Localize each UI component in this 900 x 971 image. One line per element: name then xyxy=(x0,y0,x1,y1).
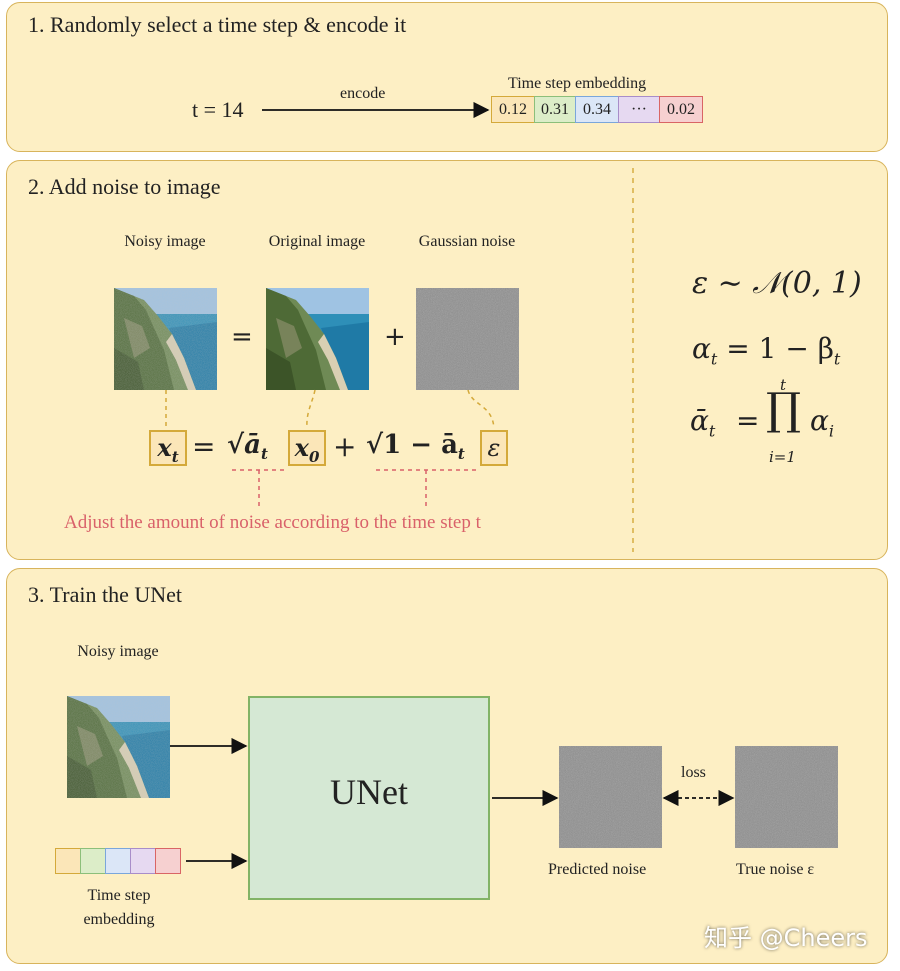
epsilon-term: ε xyxy=(480,430,508,466)
original-image xyxy=(266,288,369,390)
embedding-title: Time step embedding xyxy=(508,75,647,92)
embedding-cell: 0.12 xyxy=(491,96,535,123)
noisy-image-label: Noisy image xyxy=(124,233,206,250)
train-noisy-label: Noisy image xyxy=(77,643,159,660)
true-noise-image xyxy=(735,746,837,848)
train-noisy-image xyxy=(67,696,168,798)
formula-alpha-bar: ᾱt = ∏ t i=1 αi xyxy=(690,376,835,466)
plus-sign: + xyxy=(384,322,406,352)
embedding-cell: 0.34 xyxy=(575,96,619,123)
train-embedding-cell xyxy=(80,848,106,874)
equation-plus: + xyxy=(333,430,357,463)
train-embedding-cell xyxy=(155,848,181,874)
embedding-cell: 0.31 xyxy=(534,96,576,123)
original-image-label: Original image xyxy=(268,233,366,250)
original-x0-term: x0 xyxy=(288,430,326,466)
encode-label: encode xyxy=(340,85,386,102)
unet-label: UNet xyxy=(330,772,408,812)
train-embedding-cell xyxy=(55,848,81,874)
step3-title: 3. Train the UNet xyxy=(28,582,182,607)
watermark: 知乎 @Cheers xyxy=(704,924,868,952)
gaussian-noise-label: Gaussian noise xyxy=(418,233,516,250)
embedding-cell: ··· xyxy=(618,96,660,123)
sqrt-alpha-bar-term: √āt xyxy=(227,430,268,464)
adjust-noise-text: Adjust the amount of noise according to … xyxy=(64,512,481,533)
gaussian-noise-image xyxy=(416,288,519,390)
timestep-value: t = 14 xyxy=(192,97,244,122)
noisy-xt-term: xt xyxy=(149,430,187,466)
loss-label: loss xyxy=(681,764,706,781)
embedding-cell: 0.02 xyxy=(659,96,703,123)
equation-equals: = xyxy=(192,430,216,463)
unet-block xyxy=(248,696,490,900)
equals-sign: = xyxy=(231,322,253,352)
noisy-image xyxy=(114,288,216,390)
sqrt-one-minus-term: √1 − āt xyxy=(366,430,465,464)
formula-epsilon-dist: ε ∼ 𝒩(0, 1) xyxy=(692,266,862,301)
predicted-noise-label: Predicted noise xyxy=(548,861,647,878)
train-embedding-cell xyxy=(105,848,131,874)
train-embedding-cell xyxy=(130,848,156,874)
panel-step1 xyxy=(6,2,888,152)
step1-title: 1. Randomly select a time step & encode … xyxy=(28,12,407,37)
step2-title: 2. Add noise to image xyxy=(28,174,221,199)
true-noise-label: True noise ε xyxy=(736,861,815,878)
predicted-noise-image xyxy=(559,746,661,848)
train-embedding-label: Time step embedding xyxy=(83,887,155,928)
formula-alpha: αt = 1 − βt xyxy=(692,332,841,369)
